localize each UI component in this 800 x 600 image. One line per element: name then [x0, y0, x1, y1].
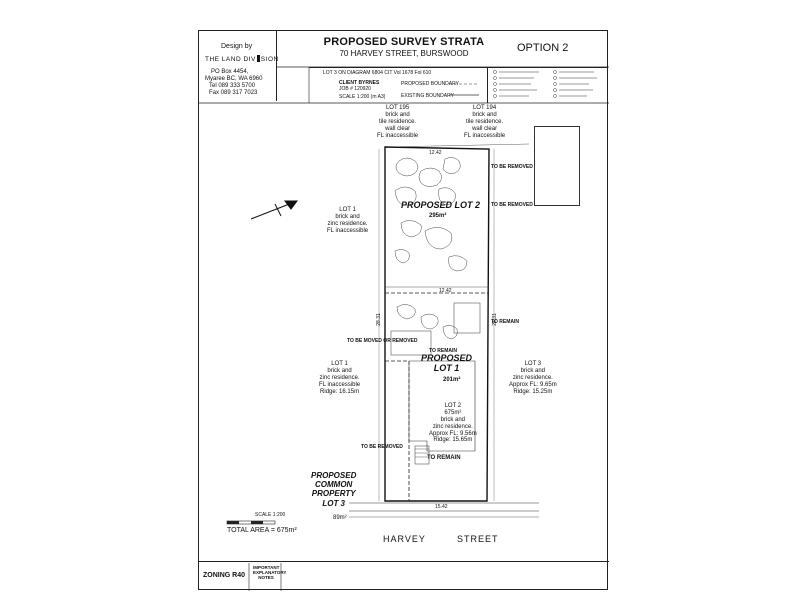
info-box: LOT 3 ON DIAGRAM 6804 CIT Vol 1678 Fol 6…: [309, 67, 487, 103]
footer: ZONING R40 IMPORTANT EXPLANATORY NOTES: [199, 561, 609, 589]
street-name-a: HARVEY: [383, 534, 426, 544]
proposed-lot-1-area: 201m²: [443, 377, 461, 383]
note-to-be-removed-left: TO BE REMOVED: [361, 444, 403, 450]
po-box: PO Box 4454,: [211, 69, 249, 75]
job-number: JOB # 120920: [339, 86, 371, 92]
existing-boundary-label: EXISTING BOUNDARY: [401, 93, 454, 99]
client-name: CLIENT BYRNES: [339, 80, 380, 86]
note-to-remain-house: TO REMAIN: [427, 455, 461, 461]
design-by-label: Design by: [221, 43, 253, 50]
address: 70 HARVEY STREET, BURSWOOD: [339, 49, 469, 58]
suburb: Myaree BC, WA 6960: [205, 76, 263, 82]
tree-canopies-icon: [394, 157, 468, 340]
dimension-mid: 12.42: [439, 288, 452, 294]
note-to-be-moved: TO BE MOVED OR REMOVED: [347, 338, 418, 344]
logo-mark-icon: [256, 55, 260, 62]
note-to-remain-right: TO REMAIN: [491, 319, 519, 325]
scale-note: SCALE 1:200 (m A3): [339, 94, 386, 100]
dimension-right: 28.31: [491, 313, 498, 326]
option-label: OPTION 2: [517, 42, 569, 54]
street-name-b: STREET: [457, 534, 499, 544]
proposed-boundary-label: PROPOSED BOUNDARY: [401, 81, 459, 87]
dimension-left: 28.31: [375, 313, 382, 326]
proposed-lot-2-title: PROPOSED LOT 2: [401, 200, 481, 210]
north-arrow-icon: [250, 200, 298, 220]
scale-bar-label: SCALE 1:200: [255, 512, 286, 518]
diagram-ref: LOT 3 ON DIAGRAM 6804 CIT Vol 1678 Fol 6…: [323, 70, 432, 76]
fax: Fax 089 317 7023: [209, 90, 258, 96]
note-to-be-removed-top: TO BE REMOVED: [491, 164, 533, 170]
total-area: TOTAL AREA = 675m²: [227, 527, 297, 534]
telephone: Tel 089 333 5700: [209, 83, 256, 89]
legend: [487, 67, 608, 103]
page-title: PROPOSED SURVEY STRATA: [323, 36, 485, 48]
common-property-area: 89m²: [333, 515, 347, 521]
planning-stamp: [534, 126, 580, 206]
dimension-bottom: 15.42: [435, 504, 448, 510]
note-to-remain-centre: TO REMAIN: [429, 348, 457, 354]
important-notes-label: IMPORTANT EXPLANATORY NOTES: [253, 565, 287, 580]
site-plan-drawing: [199, 66, 609, 591]
dimension-top: 12.42: [429, 150, 442, 156]
proposed-lot-2-area: 295m²: [429, 213, 447, 219]
note-to-be-removed-right: TO BE REMOVED: [491, 202, 533, 208]
zoning-label: ZONING R40: [203, 572, 246, 579]
